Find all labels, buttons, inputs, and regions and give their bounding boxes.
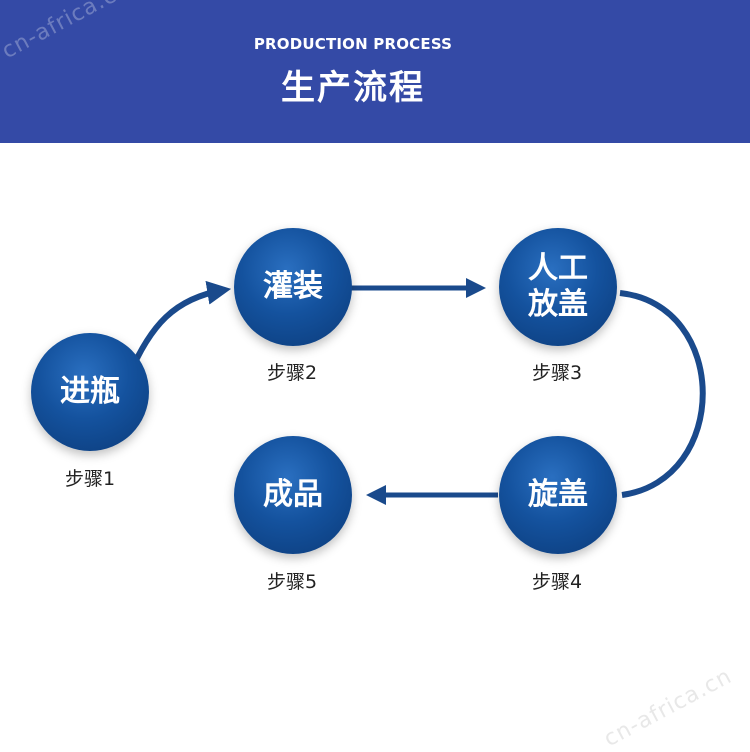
- step5-label: 步骤5: [266, 571, 318, 593]
- step2-label: 步骤2: [266, 362, 318, 384]
- step2-node: 灌装: [234, 228, 352, 346]
- step1-label: 步骤1: [64, 468, 116, 490]
- step5-node: 成品: [234, 436, 352, 554]
- header-subtitle: PRODUCTION PROCESS: [253, 35, 453, 53]
- header-title: 生产流程: [281, 68, 425, 108]
- header-banner: PRODUCTION PROCESS 生产流程: [0, 0, 750, 143]
- step3-label: 步骤3: [531, 362, 583, 384]
- step4-label: 步骤4: [531, 571, 583, 593]
- connector-step3-to-step4: [619, 290, 706, 498]
- step3-node: 人工放盖: [499, 228, 617, 346]
- step4-node: 旋盖: [499, 436, 617, 554]
- step1-node: 进瓶: [31, 333, 149, 451]
